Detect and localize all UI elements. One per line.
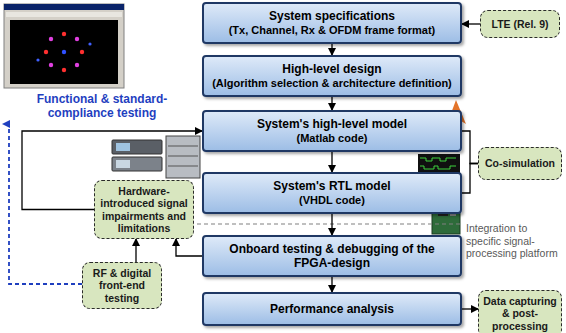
flow-connector [331, 44, 332, 55]
box-title: High-level design [282, 62, 381, 76]
process-box: High-level design(Algorithm selection & … [202, 55, 462, 97]
box-title: System's RTL model [273, 179, 390, 193]
flow-connector [462, 23, 480, 24]
box-title: Onboard testing & debugging of the FPGA-… [210, 242, 454, 271]
vhdl-waveform [418, 154, 460, 174]
process-box: System's high-level model(Matlab code) [202, 110, 462, 152]
process-box: System specifications(Tx, Channel, Rx & … [202, 2, 462, 44]
box-title: RF & digital front-end testing [87, 267, 157, 303]
box-subtitle: (Tx, Channel, Rx & OFDM frame format) [229, 24, 436, 37]
box-title: Performance analysis [270, 302, 394, 316]
support-box: RF & digital front-end testing [82, 262, 162, 309]
feedback-label: Functional & standard-compliance testing [4, 93, 200, 121]
box-title: System specifications [269, 9, 395, 23]
flow-connector [331, 277, 332, 292]
support-box: Co-simulation [478, 147, 562, 180]
box-title: Co-simulation [485, 157, 555, 169]
flow-connector [462, 164, 478, 194]
separator-line [190, 223, 463, 224]
process-box: Onboard testing & debugging of the FPGA-… [202, 235, 462, 277]
box-subtitle: (Algorithm selection & architecture defi… [212, 77, 452, 90]
box-title: Hardware-introduced signal impairments a… [99, 185, 189, 233]
output-box: Data capturing & post-processing [478, 290, 562, 333]
platform-note: Integration to specific signal-processin… [466, 222, 563, 260]
flow-connector [135, 239, 136, 262]
input-box: LTE (Rel. 9) [480, 10, 560, 38]
feedback-dashed-line [9, 124, 82, 284]
analyzer-screenshot [4, 4, 124, 88]
box-subtitle: (Matlab code) [297, 132, 368, 145]
box-subtitle: (VHDL code) [299, 194, 365, 207]
process-box: System's RTL model(VHDL code) [202, 172, 462, 214]
flow-connector [462, 131, 478, 164]
process-box: Performance analysis [202, 292, 462, 326]
flow-connector [331, 214, 332, 235]
box-title: Data capturing & post-processing [483, 295, 557, 331]
flow-connector [462, 308, 478, 309]
box-title: System's high-level model [257, 117, 407, 131]
box-title: LTE (Rel. 9) [492, 18, 549, 30]
flow-connector [331, 97, 332, 110]
test-equipment [112, 136, 200, 178]
flow-connector [176, 239, 202, 256]
support-box: Hardware-introduced signal impairments a… [94, 180, 194, 239]
flow-connector [331, 152, 332, 172]
